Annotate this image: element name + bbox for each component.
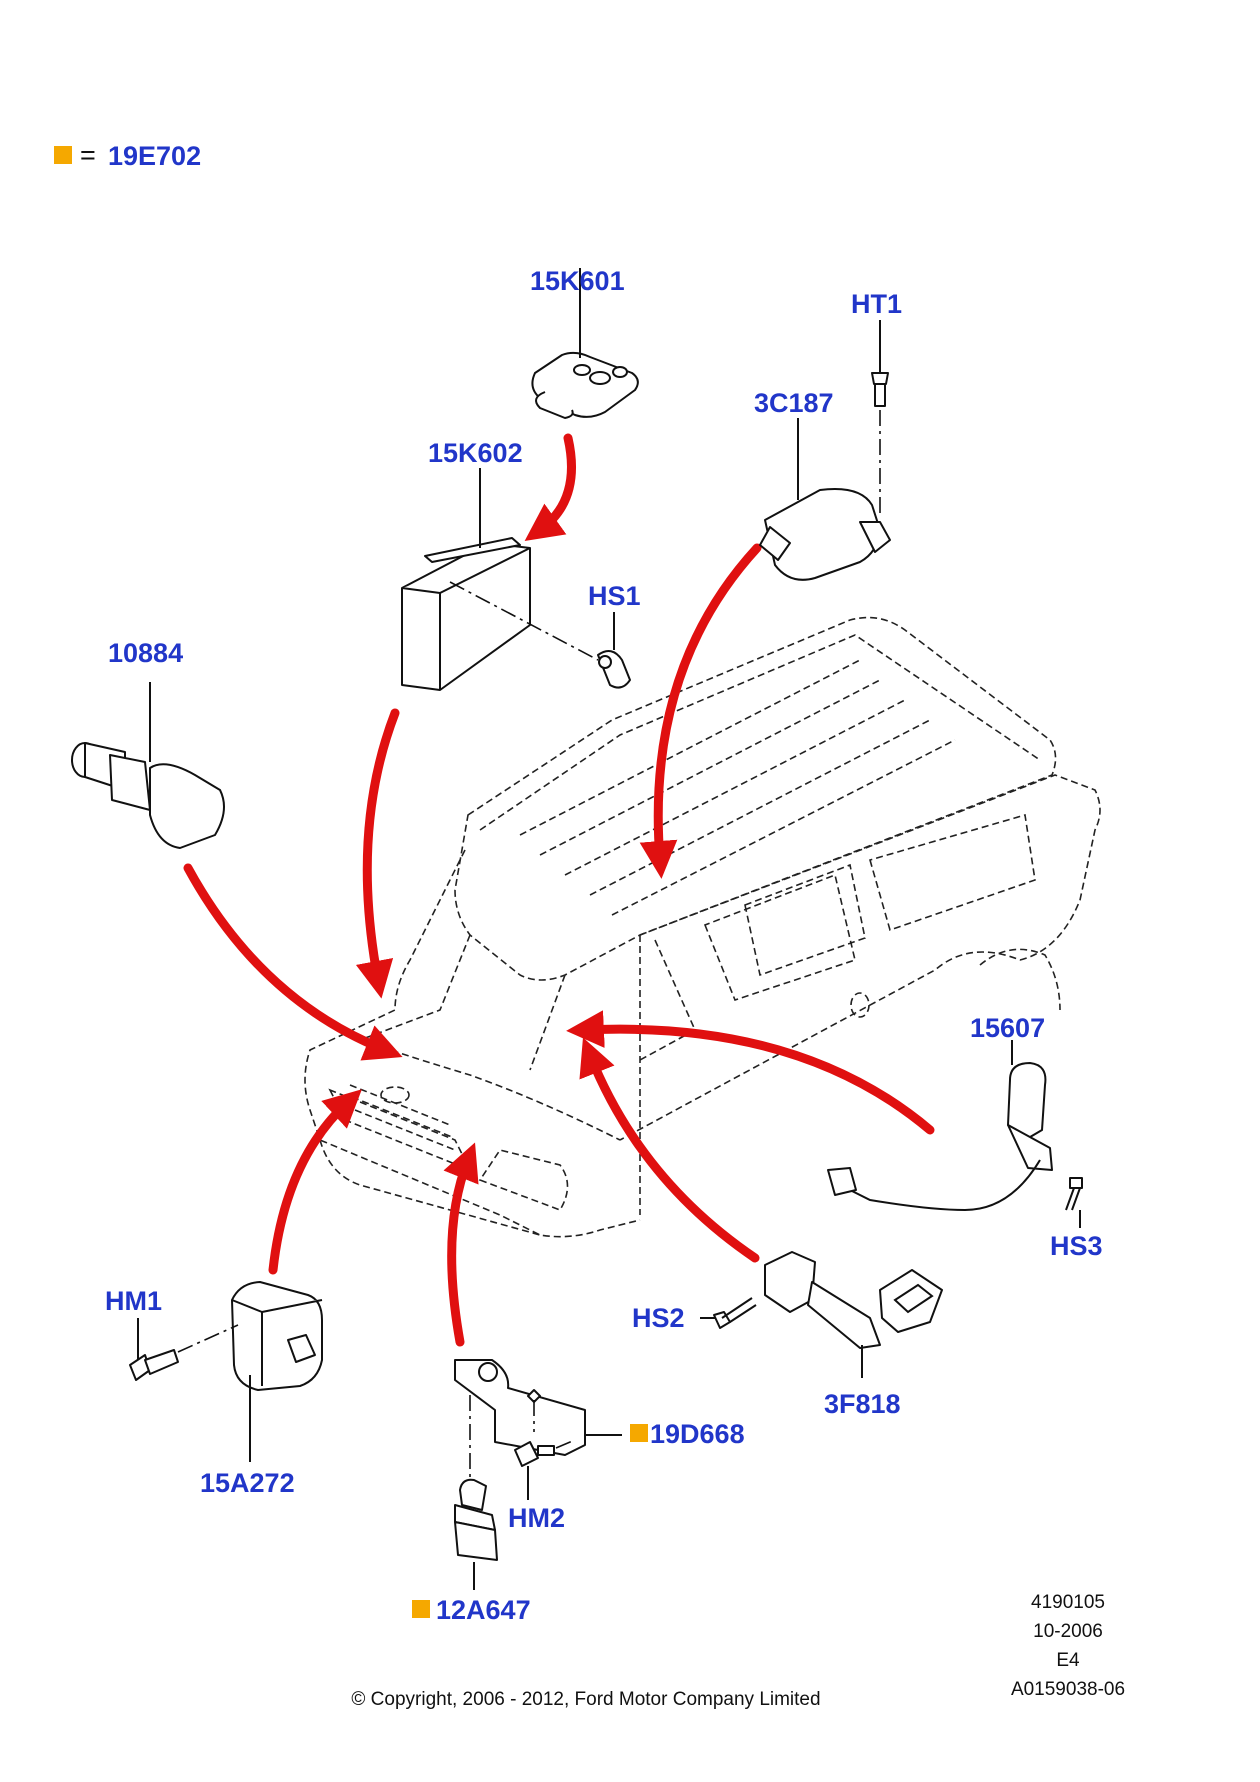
legend-marker-icon bbox=[54, 146, 72, 164]
label-3C187: 3C187 bbox=[754, 388, 834, 418]
arrow-3F818 bbox=[579, 1037, 760, 1263]
label-HM1: HM1 bbox=[105, 1286, 162, 1316]
doc-date: 10-2006 bbox=[1033, 1621, 1103, 1642]
arrow-19D668 bbox=[443, 1142, 479, 1347]
doc-number: 4190105 bbox=[1031, 1592, 1105, 1613]
sensor-15a272-icon bbox=[231, 1281, 323, 1462]
label-19D668: 19D668 bbox=[650, 1419, 745, 1449]
pointer-arrows bbox=[183, 433, 935, 1347]
sensor-15607-icon bbox=[827, 1040, 1053, 1212]
label-10884: 10884 bbox=[108, 638, 183, 668]
copyright-text: © Copyright, 2006 - 2012, Ford Motor Com… bbox=[351, 1689, 820, 1710]
label-15607: 15607 bbox=[970, 1013, 1045, 1043]
marker-12A647-icon bbox=[412, 1600, 430, 1618]
marker-19D668-icon bbox=[630, 1424, 648, 1442]
sensor-3f818-icon bbox=[764, 1251, 943, 1378]
legend-code: 19E702 bbox=[108, 141, 201, 171]
switch-12a647-icon bbox=[454, 1395, 498, 1590]
vehicle-outline bbox=[304, 616, 1101, 1238]
key-fob-icon bbox=[531, 268, 639, 419]
label-15K602: 15K602 bbox=[428, 438, 523, 468]
arrow-10884 bbox=[183, 863, 403, 1061]
doc-info: 4190105 10-2006 E4 A0159038-06 bbox=[1011, 1592, 1125, 1700]
screw-hs3-icon bbox=[1065, 1177, 1083, 1228]
doc-rev: E4 bbox=[1056, 1650, 1080, 1671]
legend: = 19E702 bbox=[54, 140, 201, 171]
bolt-hm2-icon bbox=[514, 1439, 576, 1500]
label-HS3: HS3 bbox=[1050, 1231, 1103, 1261]
legend-equals: = bbox=[80, 140, 96, 170]
label-HT1: HT1 bbox=[851, 289, 902, 319]
sensor-3c187-icon bbox=[759, 418, 891, 581]
bolt-hm1-icon bbox=[129, 1318, 239, 1381]
arrow-15K601 bbox=[524, 433, 576, 541]
sensor-10884-icon bbox=[71, 682, 225, 849]
bracket-19d668-icon bbox=[454, 1359, 622, 1456]
doc-ref: A0159038-06 bbox=[1011, 1679, 1125, 1700]
label-15K601: 15K601 bbox=[530, 266, 625, 296]
arrow-15607 bbox=[566, 1010, 935, 1135]
arrow-3C187 bbox=[639, 543, 762, 879]
label-15A272: 15A272 bbox=[200, 1468, 295, 1498]
part-labels: 15K601 HT1 3C187 15K602 HS1 10884 15607 … bbox=[105, 266, 1103, 1625]
label-HM2: HM2 bbox=[508, 1503, 565, 1533]
screw-ht1-icon bbox=[871, 320, 889, 518]
label-HS2: HS2 bbox=[632, 1303, 685, 1333]
control-module-icon bbox=[401, 468, 599, 691]
screw-hs2-icon bbox=[700, 1297, 757, 1329]
label-HS1: HS1 bbox=[588, 581, 641, 611]
label-12A647: 12A647 bbox=[436, 1595, 531, 1625]
label-3F818: 3F818 bbox=[824, 1389, 901, 1419]
arrow-15K602 bbox=[355, 708, 400, 999]
screw-hs1-icon bbox=[597, 612, 631, 689]
arrow-15A272 bbox=[268, 1089, 362, 1275]
